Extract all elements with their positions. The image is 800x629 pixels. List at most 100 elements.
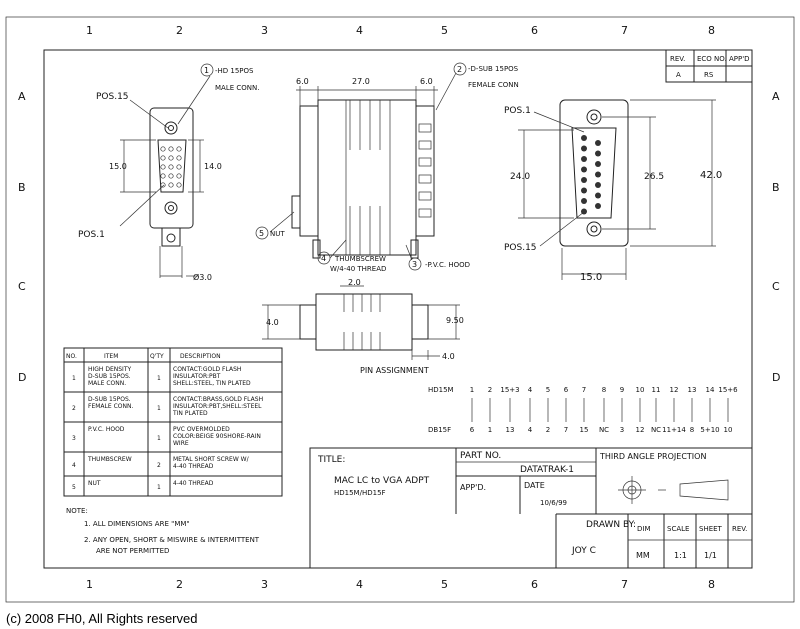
zone-top-4: 4 xyxy=(356,24,363,37)
zone-bottom-2: 2 xyxy=(176,578,183,591)
pin-map-top-label: 11 xyxy=(652,386,661,394)
date-label: DATE xyxy=(524,481,545,490)
hd15-pin xyxy=(160,182,166,188)
dim-4a: 4.0 xyxy=(266,318,279,327)
title-block xyxy=(309,447,753,569)
rev-header: REV. xyxy=(670,55,685,63)
dim-6b: 6.0 xyxy=(420,77,433,86)
pin-map-top-label: 7 xyxy=(582,386,586,394)
db15-pin xyxy=(581,166,587,173)
callout-2-text: -D-SUB 15POS xyxy=(468,65,519,73)
zone-top-3: 3 xyxy=(261,24,268,37)
pin-map-bottom-label: 7 xyxy=(564,426,568,434)
pos1-left-label: POS.1 xyxy=(78,230,105,240)
sheet-label: SHEET xyxy=(699,525,723,533)
hd15-pin xyxy=(160,155,166,161)
pin-map-top-label: 12 xyxy=(670,386,679,394)
callout-3-text: -P.V.C. HOOD xyxy=(425,261,470,269)
pin-map-top-label: 15+3 xyxy=(500,386,519,394)
zone-right-C: C xyxy=(772,280,780,293)
hd15-pin xyxy=(160,173,166,179)
pin-map-bottom-label: 12 xyxy=(636,426,645,434)
title-label: TITLE: xyxy=(317,455,345,465)
dim-value: MM xyxy=(636,551,650,560)
drawn-by-value: JOY C xyxy=(571,546,596,556)
zone-top-8: 8 xyxy=(708,24,715,37)
hd15-pin xyxy=(160,146,166,152)
bom-item: P.V.C. HOOD xyxy=(88,426,125,433)
bom-header: NO. xyxy=(66,353,77,360)
callout-1-text: -HD 15POS xyxy=(215,67,254,75)
zone-bottom-6: 6 xyxy=(531,578,538,591)
zone-right-A: A xyxy=(772,90,780,103)
pin-assignment-label: PIN ASSIGNMENT xyxy=(360,366,429,375)
db15-pin xyxy=(595,203,601,209)
bom-no: 3 xyxy=(72,435,76,442)
dim-label: DIM xyxy=(637,525,651,533)
eco-value: RS xyxy=(704,71,714,79)
db15-pin xyxy=(595,192,601,199)
adapter-side-view xyxy=(269,72,457,261)
pin-map-top-label: 9 xyxy=(620,386,624,394)
pos1-right-label: POS.1 xyxy=(504,106,531,116)
dim-6a: 6.0 xyxy=(296,77,309,86)
hd15-pin xyxy=(168,164,174,170)
dim-9-50: 9.50 xyxy=(446,316,464,325)
hd15-pin xyxy=(168,155,174,161)
pin-map-bottom-label: 5+10 xyxy=(700,426,719,434)
callout-2-circle xyxy=(453,62,467,76)
pin-map-top-label: 5 xyxy=(546,386,550,394)
hd15-pin xyxy=(168,146,174,152)
hd15-male-view xyxy=(119,75,211,278)
pin-map-bottom-label: 10 xyxy=(724,426,733,434)
note-2b: ARE NOT PERMITTED xyxy=(96,547,169,555)
db15-pin xyxy=(581,156,587,162)
callout-2-text2: FEMALE CONN xyxy=(468,81,519,89)
bom-desc: CONTACT:GOLD FLASH xyxy=(173,366,241,373)
db15-pin xyxy=(595,161,601,167)
bom-no: 4 xyxy=(72,462,76,469)
pin-map-top-label: 14 xyxy=(706,386,715,394)
hd15-pin xyxy=(176,182,182,188)
pin-map-bottom-label: 2 xyxy=(546,426,550,434)
bom-header: Q'TY xyxy=(150,353,164,360)
bom-qty: 2 xyxy=(157,462,161,469)
bom-desc: 4-40 THREAD xyxy=(173,463,214,470)
revision-table: REV. ECO NO. APP'D A RS xyxy=(665,49,753,83)
bom-item: NUT xyxy=(88,480,101,487)
callout-5-text: NUT xyxy=(270,230,285,238)
zone-right-D: D xyxy=(772,371,780,384)
zone-top-5: 5 xyxy=(441,24,448,37)
pin-map-bottom-label: 15 xyxy=(580,426,589,434)
bom-header: DESCRIPTION xyxy=(180,353,221,360)
callout-5-circle xyxy=(255,226,269,240)
bom-desc: INSULATOR:PBT xyxy=(173,373,221,380)
title-line-2: HD15M/HD15F xyxy=(334,489,386,497)
db15-pin xyxy=(581,145,587,152)
db15-female-view xyxy=(518,99,716,280)
dim-dia3: Ø3.0 xyxy=(193,272,212,282)
dim-14: 14.0 xyxy=(204,162,222,171)
zone-bottom-8: 8 xyxy=(708,578,715,591)
dim-24: 24.0 xyxy=(510,172,530,182)
zone-left-A: A xyxy=(18,90,26,103)
db15-pin xyxy=(581,198,587,204)
zone-left-D: D xyxy=(18,371,26,384)
pin-map-top-label: 10 xyxy=(636,386,645,394)
callout-4-circle xyxy=(317,251,331,265)
date-value: 10/6/99 xyxy=(540,499,567,507)
db15-pin xyxy=(595,150,601,157)
bom-desc: METAL SHORT SCREW W/ xyxy=(173,456,250,463)
zone-left-C: C xyxy=(18,280,26,293)
pin-map-db15f-label: DB15F xyxy=(428,426,451,434)
appd-label: APP'D. xyxy=(460,483,486,492)
callout-3-num: 3 xyxy=(412,260,417,269)
pin-map-bottom-label: 6 xyxy=(470,426,475,434)
notes: NOTE: 1. ALL DIMENSIONS ARE "MM" 2. ANY … xyxy=(66,507,260,555)
callout-1-num: 1 xyxy=(204,66,209,75)
pin-map-top-label: 8 xyxy=(602,386,606,394)
bom-item: D-SUB 15POS. xyxy=(88,373,131,380)
dim-15: 15.0 xyxy=(109,162,127,171)
